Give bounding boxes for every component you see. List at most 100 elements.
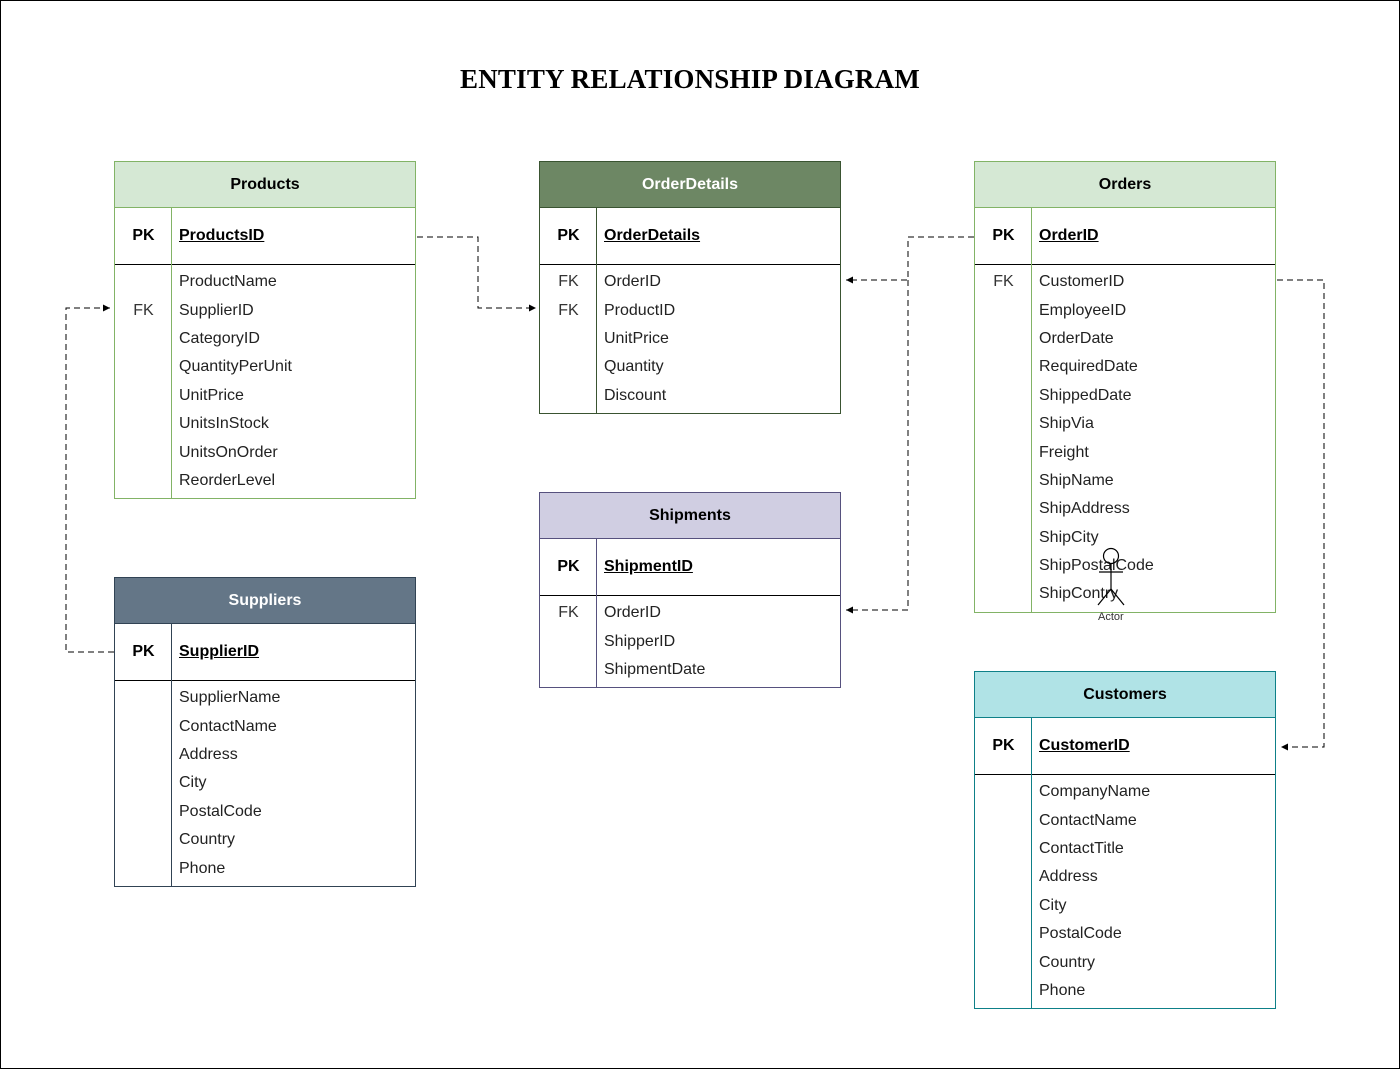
- field-name: ShipmentDate: [604, 660, 706, 678]
- pk-label: PK: [132, 227, 155, 244]
- key-label: FK: [558, 301, 579, 319]
- pk-field: CustomerID: [1039, 737, 1130, 754]
- field-name: Freight: [1039, 443, 1089, 461]
- pk-label: PK: [992, 737, 1015, 754]
- field-name: Country: [1039, 953, 1096, 971]
- field-row: ShippedDate: [975, 382, 1275, 410]
- field-row: Quantity: [540, 353, 840, 381]
- field-row: UnitsInStock: [115, 410, 415, 438]
- field-name: UnitsInStock: [179, 415, 269, 433]
- pk-field: SupplierID: [179, 643, 260, 660]
- field-row: ContactTitle: [975, 835, 1275, 863]
- rel-orders-shipments: [846, 280, 909, 614]
- field-row: SupplierName: [115, 684, 415, 712]
- rel-suppliers-products: [65, 304, 114, 653]
- field-row: ShipAddress: [975, 495, 1275, 523]
- primary-key-row: PK CustomerID: [975, 718, 1275, 775]
- field-name: OrderID: [604, 273, 661, 291]
- field-row: ContactName: [115, 712, 415, 740]
- field-name: ContactName: [179, 717, 277, 735]
- entity-header: OrderDetails: [540, 162, 840, 208]
- field-row: ShipperID: [540, 627, 840, 655]
- field-row: FK OrderID: [540, 268, 840, 296]
- field-name: ProductID: [604, 301, 676, 319]
- field-row: ShipPostalCode: [975, 552, 1275, 580]
- field-name: PostalCode: [179, 802, 262, 820]
- field-name: City: [179, 774, 207, 792]
- actor-icon[interactable]: [1092, 545, 1132, 607]
- pk-label: PK: [557, 227, 580, 244]
- field-name: Country: [179, 831, 236, 849]
- diagram-title: ENTITY RELATIONSHIP DIAGRAM: [460, 64, 920, 94]
- rel-products-orderdetails: [417, 236, 536, 312]
- pk-field: OrderID: [1039, 227, 1099, 244]
- rel-orders-customers: [1277, 279, 1325, 751]
- field-name: City: [1039, 896, 1067, 914]
- field-name: ContactName: [1039, 811, 1137, 829]
- entity-header: Products: [115, 162, 415, 208]
- field-name: UnitPrice: [604, 329, 669, 347]
- field-row: City: [975, 892, 1275, 920]
- field-name: Discount: [604, 386, 667, 404]
- pk-field: ProductsID: [179, 227, 265, 244]
- field-row: OrderDate: [975, 325, 1275, 353]
- field-row: EmployeeID: [975, 296, 1275, 324]
- field-name: ReorderLevel: [179, 471, 276, 489]
- entity-header: Orders: [975, 162, 1275, 208]
- field-row: CompanyName: [975, 778, 1275, 806]
- field-name: ShippedDate: [1039, 386, 1132, 404]
- field-name: CompanyName: [1039, 783, 1151, 801]
- field-name: CustomerID: [1039, 273, 1125, 291]
- field-row: Address: [975, 863, 1275, 891]
- field-name: ProductName: [179, 273, 277, 291]
- field-name: ShipContry: [1039, 585, 1119, 603]
- key-label: FK: [558, 273, 579, 291]
- field-name: Quantity: [604, 358, 664, 376]
- primary-key-row: PK SupplierID: [115, 624, 415, 681]
- field-row: Address: [115, 741, 415, 769]
- field-name: ShipPostalCode: [1039, 557, 1154, 575]
- field-name: Address: [179, 745, 238, 763]
- field-row: PostalCode: [975, 920, 1275, 948]
- pk-label: PK: [992, 227, 1015, 244]
- primary-key-row: PK ProductsID: [115, 208, 415, 265]
- field-row: City: [115, 769, 415, 797]
- field-name: Address: [1039, 868, 1098, 886]
- field-row: CategoryID: [115, 325, 415, 353]
- entity-header: Customers: [975, 672, 1275, 718]
- field-name: QuantityPerUnit: [179, 358, 292, 376]
- field-row: Discount: [540, 382, 840, 410]
- field-row: Phone: [975, 977, 1275, 1005]
- primary-key-row: PK ShipmentID: [540, 539, 840, 596]
- pk-field: ShipmentID: [604, 558, 693, 575]
- field-name: SupplierID: [179, 301, 254, 319]
- field-row: FK ProductID: [540, 296, 840, 324]
- field-name: ShipperID: [604, 632, 676, 650]
- field-row: ShipName: [975, 467, 1275, 495]
- field-row: ShipVia: [975, 410, 1275, 438]
- field-row: UnitsOnOrder: [115, 438, 415, 466]
- entity-header: Shipments: [540, 493, 840, 539]
- field-name: ContactTitle: [1039, 839, 1124, 857]
- field-row: ShipContry: [975, 580, 1275, 608]
- field-name: UnitsOnOrder: [179, 443, 278, 461]
- primary-key-row: PK OrderID: [975, 208, 1275, 265]
- field-name: SupplierName: [179, 689, 281, 707]
- primary-key-row: PK OrderDetails: [540, 208, 840, 265]
- field-name: Phone: [179, 859, 226, 877]
